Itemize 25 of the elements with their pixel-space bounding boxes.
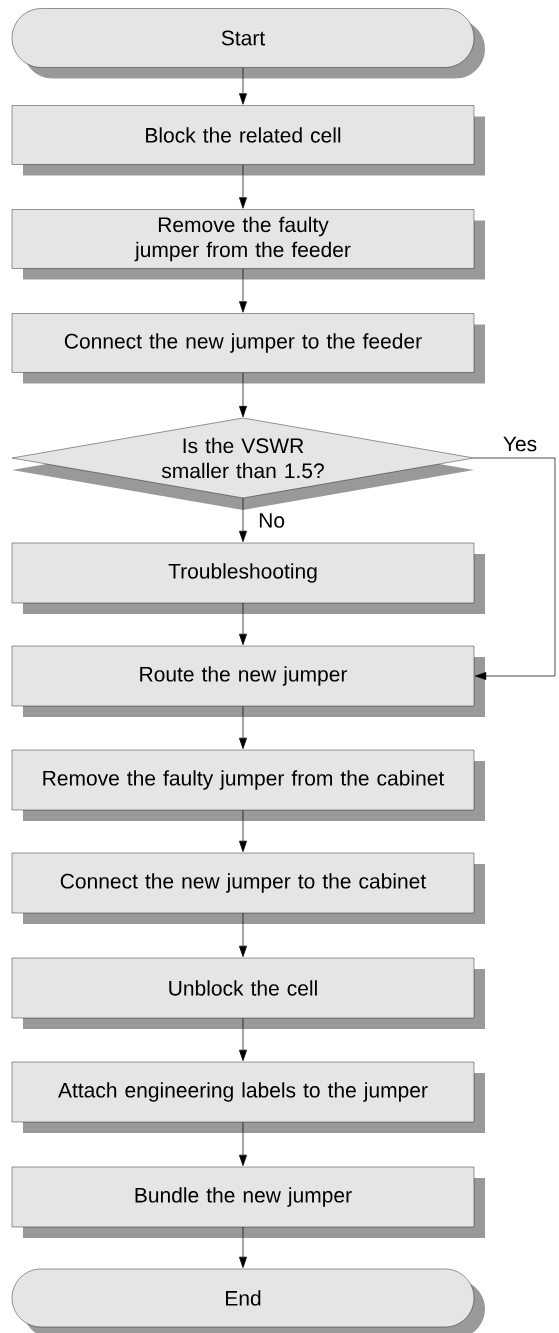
arrow	[239, 372, 247, 418]
process-box: Unblock the cell	[11, 957, 485, 1029]
arrow	[239, 497, 247, 543]
process-box: Troubleshooting	[11, 542, 485, 614]
arrow	[239, 602, 247, 646]
arrow	[239, 1226, 247, 1269]
process-box: Connect the new jumper to the feeder	[11, 313, 485, 384]
edge-label: Yes	[501, 435, 539, 453]
arrow	[239, 1121, 247, 1167]
arrow	[239, 268, 247, 313]
process-box: Remove the faulty jumper from the cabinet	[11, 749, 485, 821]
arrow	[239, 705, 247, 750]
arrow	[239, 67, 247, 105]
process-box: Attach engineering labels to the jumper	[11, 1061, 485, 1133]
arrow	[239, 1017, 247, 1062]
process-box: Route the new jumper	[11, 645, 485, 717]
arrow	[473, 457, 556, 680]
process-box: Bundle the new jumper	[11, 1166, 485, 1238]
arrow	[239, 164, 247, 209]
edge-label: No	[257, 512, 287, 529]
process-box: Block the related cell	[11, 105, 485, 176]
process-box: Connect the new jumper to the cabinet	[11, 852, 485, 924]
process-box: Remove the faulty jumper from the feeder	[11, 209, 485, 280]
arrow	[239, 912, 247, 958]
arrow	[239, 809, 247, 853]
